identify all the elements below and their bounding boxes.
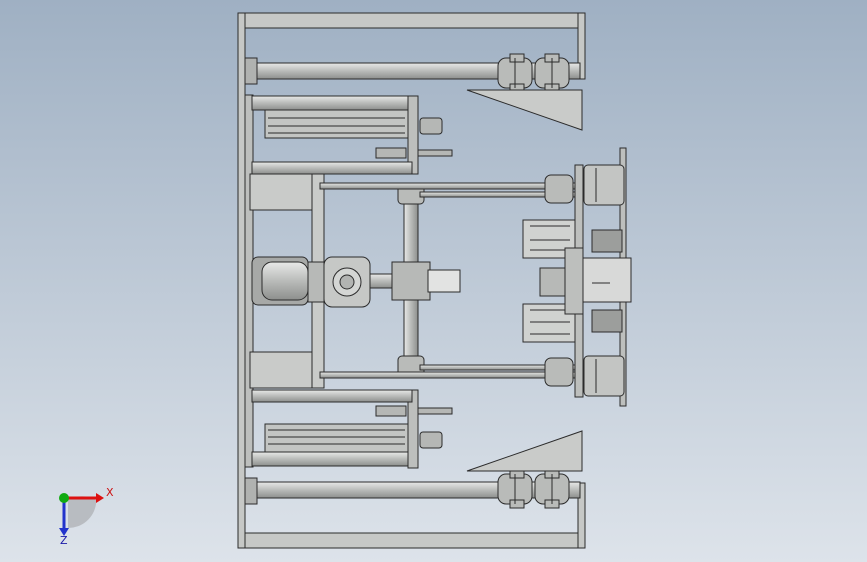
frame-right-post-top	[577, 12, 586, 80]
lower-pad	[591, 309, 623, 333]
triad-shadow	[68, 496, 96, 529]
top-gusset	[466, 89, 583, 131]
coupling-plate	[427, 269, 461, 293]
clamp-plate	[582, 257, 632, 303]
bottom-rod-endcap	[244, 477, 258, 505]
lower-fitting	[419, 431, 443, 449]
center-slide	[564, 247, 584, 315]
y-axis-dot	[59, 493, 69, 503]
motor-flange	[307, 261, 325, 303]
frame-top-bar	[237, 12, 586, 29]
upper-fitting	[419, 117, 443, 135]
center-clamp	[539, 267, 567, 297]
coupling-block	[391, 261, 431, 301]
lower-upper-rod	[251, 389, 413, 403]
upper-pad	[591, 229, 623, 253]
upper-bearing	[583, 164, 625, 206]
frame-right-post-bottom	[577, 482, 586, 549]
frame-left-post	[237, 12, 246, 549]
x-axis-label: X	[106, 486, 114, 499]
motor-can	[261, 261, 309, 301]
lower-cylinder-side	[407, 389, 419, 469]
z-axis-arrow	[59, 528, 69, 536]
bottom-gusset	[466, 430, 583, 472]
machine-assembly-model[interactable]	[237, 12, 632, 549]
lower-tie-rod	[319, 371, 583, 379]
upper-cylinder-rod	[251, 95, 413, 111]
x-axis-arrow	[96, 493, 104, 503]
lower-sensor	[417, 407, 453, 415]
top-rollers	[497, 53, 570, 93]
lower-valve	[375, 405, 407, 417]
bottom-rollers	[497, 469, 570, 509]
lower-cylinder-rod	[251, 451, 413, 467]
upper-sensor	[417, 149, 453, 157]
upper-cylinder-body	[264, 109, 411, 139]
lower-bearing	[583, 355, 625, 397]
z-axis-label: Z	[60, 534, 68, 547]
upper-valve	[375, 147, 407, 159]
upper-lower-rod	[251, 161, 413, 175]
top-rod-endcap	[244, 57, 258, 85]
upper-link-end	[544, 174, 574, 204]
upper-tie-rod	[319, 182, 583, 190]
lower-cylinder-body	[264, 423, 411, 453]
upper-cylinder-side	[407, 95, 419, 175]
frame-bottom-bar	[237, 532, 586, 549]
coordinate-triad: X Z	[59, 486, 114, 547]
lower-link-end	[544, 357, 574, 387]
